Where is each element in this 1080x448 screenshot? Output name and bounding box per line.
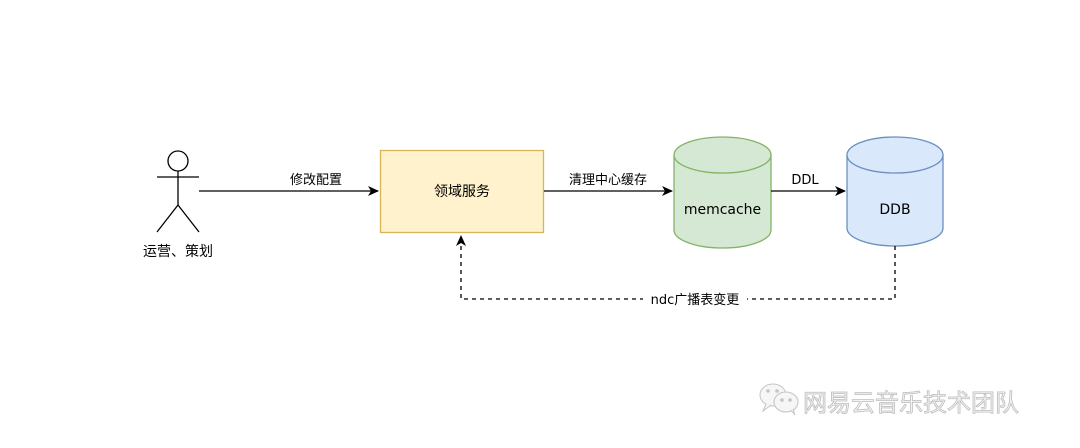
edge-modify-config-label: 修改配置 [290, 173, 342, 188]
domain-service-label: 领域服务 [434, 184, 490, 200]
edge-ndc-broadcast [456, 235, 896, 300]
memcache-node [673, 136, 772, 249]
ddb-node [846, 136, 944, 247]
actor-figure [156, 150, 200, 233]
watermark-text: 网易云音乐技术团队 [803, 389, 1019, 417]
domain-service-node [379, 149, 545, 234]
memcache-label: memcache [684, 202, 761, 218]
actor-left-leg [156, 204, 179, 233]
actor-right-leg [177, 204, 200, 233]
edge-ndc-broadcast-label-bg [643, 290, 747, 308]
ddb-label: DDB [879, 202, 910, 218]
actor-label: 运营、策划 [143, 243, 213, 260]
edge-ddl-label: DDL [791, 173, 819, 188]
wechat-icon [759, 383, 799, 416]
edge-ndc-broadcast-label: ndc广播表变更 [651, 292, 740, 308]
edge-clear-cache-label: 清理中心缓存 [569, 173, 647, 188]
actor-head [167, 150, 189, 172]
